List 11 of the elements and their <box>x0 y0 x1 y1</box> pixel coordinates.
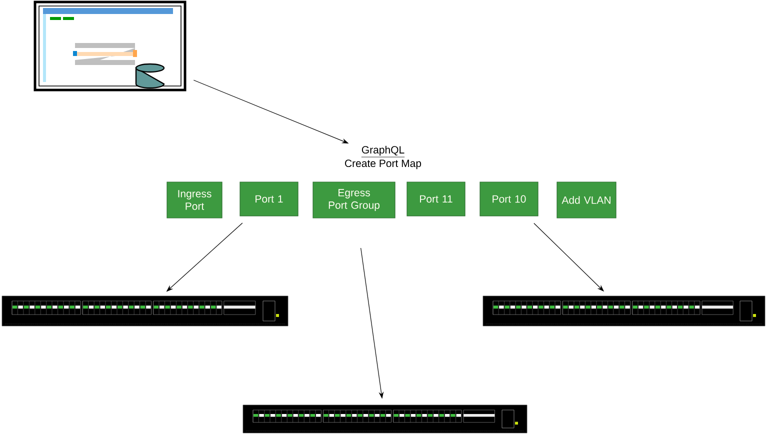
network-switch-drawing <box>2 296 288 326</box>
monitor-drawing <box>34 0 186 92</box>
network-switch-drawing <box>482 296 766 326</box>
process-box: Port 11 <box>406 182 466 216</box>
process-box: Egress Port Group <box>312 182 396 218</box>
heading-text: GraphQL Create Port Map <box>345 146 422 170</box>
process-box: Port 10 <box>480 182 538 216</box>
process-box: Ingress Port <box>166 182 222 218</box>
process-box: Add VLAN <box>556 182 616 218</box>
network-switch-drawing <box>242 404 528 434</box>
process-box: Port 1 <box>240 182 298 216</box>
